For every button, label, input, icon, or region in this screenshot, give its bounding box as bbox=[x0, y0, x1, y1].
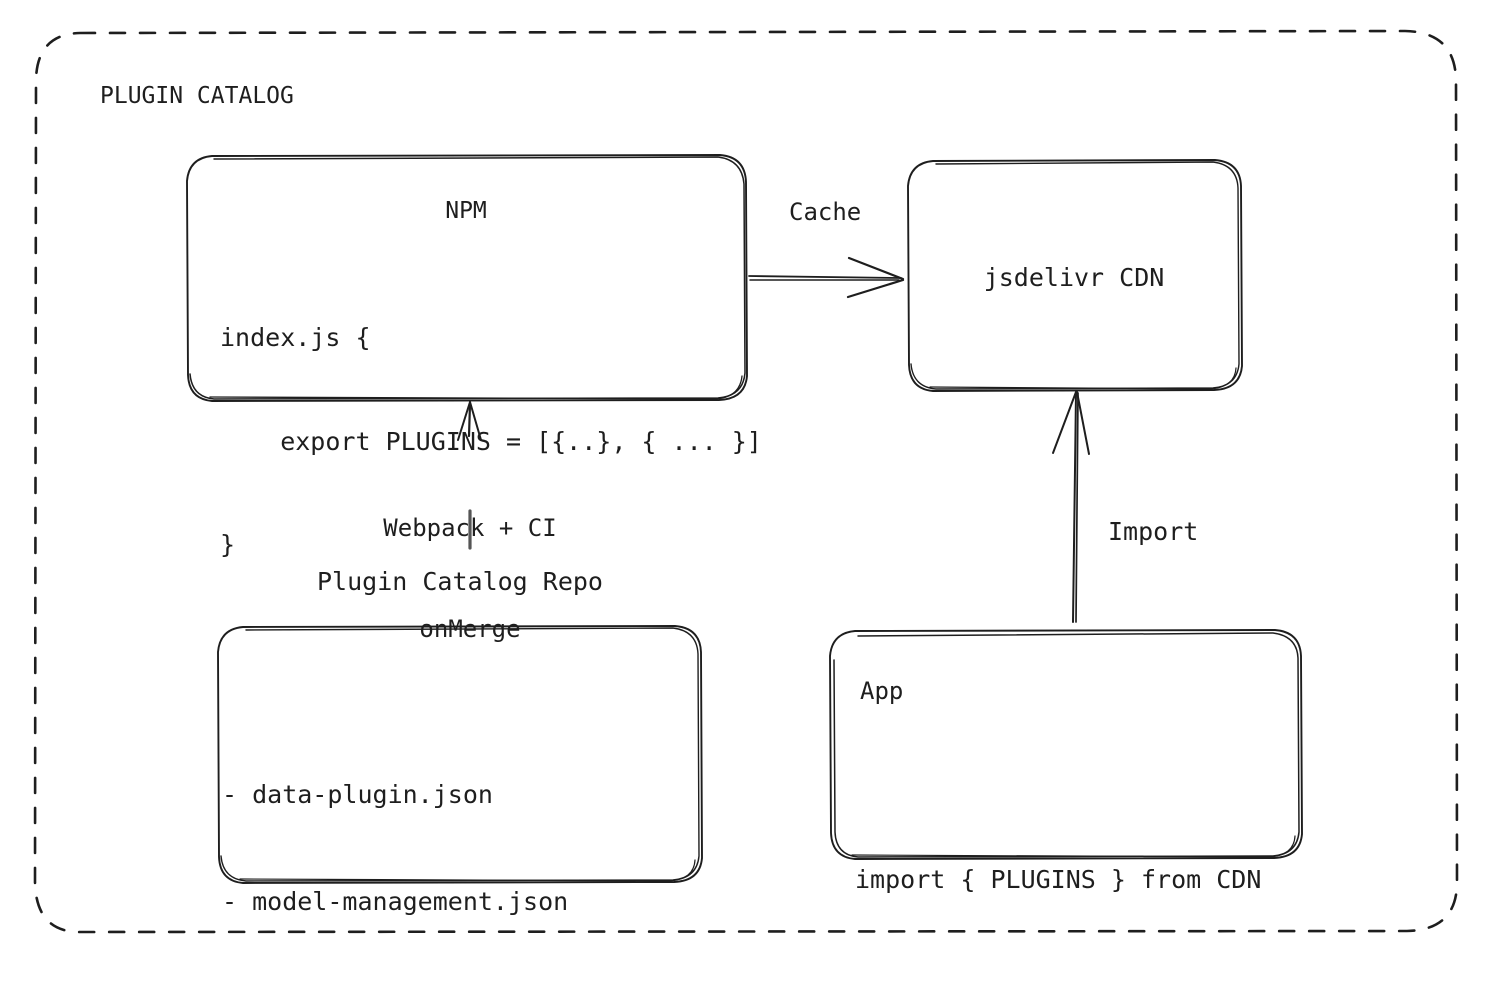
import-edge-label: Import bbox=[1108, 517, 1199, 546]
app-code-block: import { PLUGINS } from CDN PLUGINS.forE… bbox=[855, 736, 1261, 1002]
webpack-edge-label-line-2: onMerge bbox=[419, 614, 521, 643]
npm-code-line-2: export PLUGINS = [{..}, { ... }] bbox=[220, 426, 762, 456]
npm-code-line-3: } bbox=[220, 530, 236, 559]
cdn-title: jsdelivr CDN bbox=[983, 263, 1165, 292]
repo-file-list: - data-plugin.json - model-management.js… bbox=[222, 706, 568, 1002]
repo-box[interactable] bbox=[217, 625, 703, 884]
cache-arrow bbox=[748, 256, 905, 299]
import-arrow bbox=[1052, 391, 1090, 623]
repo-file-item: - data-plugin.json bbox=[222, 780, 493, 809]
frame-title: PLUGIN CATALOG bbox=[100, 83, 294, 109]
plugin-catalog-frame bbox=[33, 29, 1459, 934]
repo-file-item: - model-management.json bbox=[222, 886, 569, 916]
webpack-edge-label-line-1: Webpack + CI bbox=[383, 514, 557, 543]
repo-caption: Plugin Catalog Repo bbox=[317, 567, 603, 596]
webpack-edge-label: Webpack + CI onMerge bbox=[330, 445, 610, 714]
cache-edge-label: Cache bbox=[789, 198, 862, 226]
webpack-arrow bbox=[457, 401, 482, 550]
npm-code-block: index.js { export PLUGINS = [{..}, { ...… bbox=[220, 252, 762, 632]
cdn-box[interactable] bbox=[907, 159, 1243, 392]
app-code-line-1: import { PLUGINS } from CDN bbox=[855, 865, 1262, 894]
npm-box[interactable] bbox=[186, 154, 748, 402]
app-title: App bbox=[860, 677, 904, 705]
app-box[interactable] bbox=[829, 629, 1303, 860]
npm-code-line-1: index.js { bbox=[220, 323, 371, 352]
repo-file-item: ... bbox=[222, 990, 568, 1002]
npm-title: NPM bbox=[445, 198, 487, 224]
